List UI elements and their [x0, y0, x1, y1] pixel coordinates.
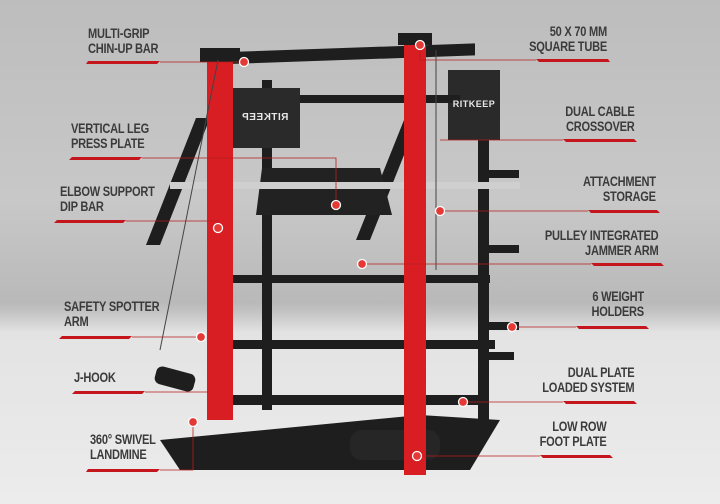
callout-line: 360° SWIVEL [90, 432, 156, 447]
callout-line: SAFETY SPOTTER [64, 299, 160, 314]
callout-line: LANDMINE [90, 447, 147, 462]
callout-line: MULTI-GRIP [88, 26, 150, 41]
callout-line: ELBOW SUPPORT [60, 184, 155, 199]
marker-plateloaded [457, 396, 469, 408]
brand-plate-left [230, 88, 300, 148]
callout-landmine: 360° SWIVEL LANDMINE [90, 432, 156, 462]
callout-plateloaded: DUAL PLATE LOADED SYSTEM [542, 365, 634, 395]
callout-tube: 50 X 70 MM SQUARE TUBE [529, 24, 607, 54]
callout-crossover: DUAL CABLE CROSSOVER [564, 104, 635, 134]
callout-line: J-HOOK [74, 370, 116, 385]
brand-plate-right [448, 70, 500, 140]
marker-chinup [238, 56, 250, 68]
callout-line: CHIN-UP BAR [88, 41, 159, 56]
callout-chinup: MULTI-GRIP CHIN-UP BAR [88, 26, 159, 56]
callout-line: ATTACHMENT [583, 174, 656, 189]
callout-spotter: SAFETY SPOTTER ARM [64, 299, 160, 329]
callout-jhook: J-HOOK [74, 370, 116, 385]
callout-line: VERTICAL LEG [71, 121, 150, 136]
brand-text-left: RITKEEP [241, 112, 289, 123]
marker-lowrow [411, 450, 423, 462]
label-underlines [54, 59, 664, 472]
marker-tube [414, 39, 426, 51]
callout-line: HOLDERS [591, 304, 645, 319]
marker-landmine [187, 416, 199, 428]
low-row-foot-plate [350, 430, 440, 460]
marker-spotter [195, 331, 207, 343]
callout-line: DIP BAR [60, 199, 104, 214]
callout-dip: ELBOW SUPPORT DIP BAR [60, 184, 155, 214]
callout-line: PRESS PLATE [71, 136, 145, 151]
marker-dip [212, 222, 224, 234]
marker-storage [434, 205, 446, 217]
callout-line: LOADED SYSTEM [541, 380, 634, 395]
callout-jammer: PULLEY INTEGRATED JAMMER ARM [544, 228, 658, 258]
callout-line: PULLEY INTEGRATED [544, 228, 658, 243]
callout-line: LOW ROW [551, 419, 606, 434]
callout-line: STORAGE [603, 189, 656, 204]
marker-holders [506, 321, 518, 333]
leader-lines [126, 45, 591, 471]
callout-line: 6 WEIGHT [592, 289, 644, 304]
callout-legpress: VERTICAL LEG PRESS PLATE [71, 121, 149, 151]
callout-line: JAMMER ARM [584, 243, 659, 258]
callout-line: DUAL CABLE [564, 104, 635, 119]
callout-line: DUAL PLATE [567, 365, 634, 380]
callout-line: 50 X 70 MM [549, 24, 607, 39]
marker-jammer [356, 258, 368, 270]
cables [159, 50, 437, 351]
red-uprights [200, 33, 432, 475]
callout-line: FOOT PLATE [539, 434, 606, 449]
callout-holders: 6 WEIGHT HOLDERS [591, 289, 645, 319]
callout-storage: ATTACHMENT STORAGE [583, 174, 656, 204]
callout-line: CROSSOVER [565, 119, 634, 134]
callout-markers [187, 39, 518, 462]
brand-text-right: RITKEEP [452, 99, 496, 109]
marker-legpress [330, 199, 342, 211]
callout-line: SQUARE TUBE [529, 39, 607, 54]
callout-lowrow: LOW ROW FOOT PLATE [539, 419, 606, 449]
leg-press-plate [256, 168, 392, 215]
callout-line: ARM [64, 314, 89, 329]
